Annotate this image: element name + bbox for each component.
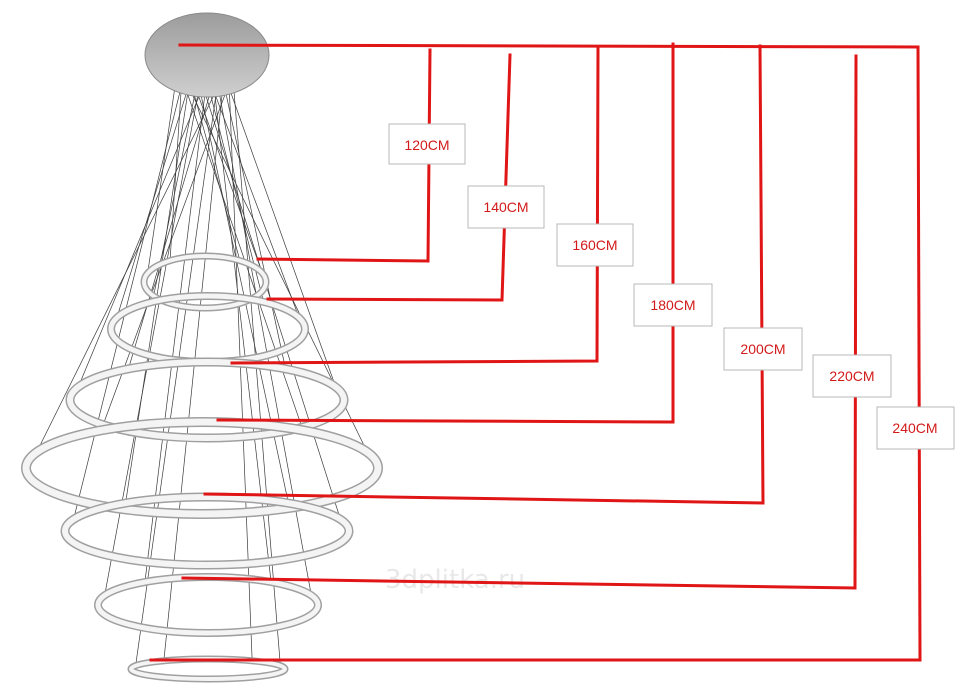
dimension-top-line	[178, 43, 920, 49]
label-220cm-text: 220CM	[829, 368, 874, 384]
suspension-wire	[190, 73, 263, 274]
suspension-wire	[211, 65, 272, 583]
label-140cm: 140CM	[467, 185, 545, 229]
dimension-line-120	[256, 48, 432, 263]
label-200cm-text: 200CM	[740, 341, 785, 357]
ring-120cm	[140, 252, 270, 312]
dimension-lines	[149, 42, 922, 662]
label-120cm: 120CM	[388, 123, 466, 165]
dimension-line-180	[216, 42, 675, 424]
dimension-line-140	[266, 53, 512, 302]
suspension-wire	[73, 65, 187, 520]
label-180cm-text: 180CM	[650, 297, 695, 313]
label-240cm: 240CM	[876, 406, 955, 450]
dimension-line-160	[230, 46, 600, 365]
ring-180cm	[21, 417, 383, 519]
label-200cm: 200CM	[723, 327, 803, 371]
suspension-wire	[100, 73, 233, 431]
rings	[21, 252, 383, 683]
suspension-wire	[223, 73, 337, 388]
ring-160cm	[65, 357, 349, 443]
suspension-wire	[186, 65, 241, 261]
ring-200cm	[60, 492, 354, 570]
ceiling-canopy	[144, 12, 270, 98]
label-240cm-text: 240CM	[892, 420, 937, 436]
suspension-wire	[77, 65, 212, 388]
label-140cm-text: 140CM	[483, 199, 528, 215]
suspension-wire	[36, 65, 229, 453]
label-160cm-text: 160CM	[572, 237, 617, 253]
dimension-line-220	[181, 54, 858, 590]
label-160cm: 160CM	[556, 223, 634, 267]
ring-240cm	[127, 655, 289, 683]
suspension-wire	[198, 73, 341, 520]
suspension-wire	[232, 73, 281, 666]
label-180cm: 180CM	[633, 283, 713, 327]
dimension-line-200	[203, 44, 765, 505]
suspension-wire	[116, 65, 196, 318]
ring-220cm	[94, 573, 322, 637]
dimension-line-240	[149, 45, 922, 662]
suspension-wire	[207, 73, 300, 318]
label-220cm: 220CM	[812, 354, 892, 398]
label-120cm-text: 120CM	[404, 137, 449, 153]
